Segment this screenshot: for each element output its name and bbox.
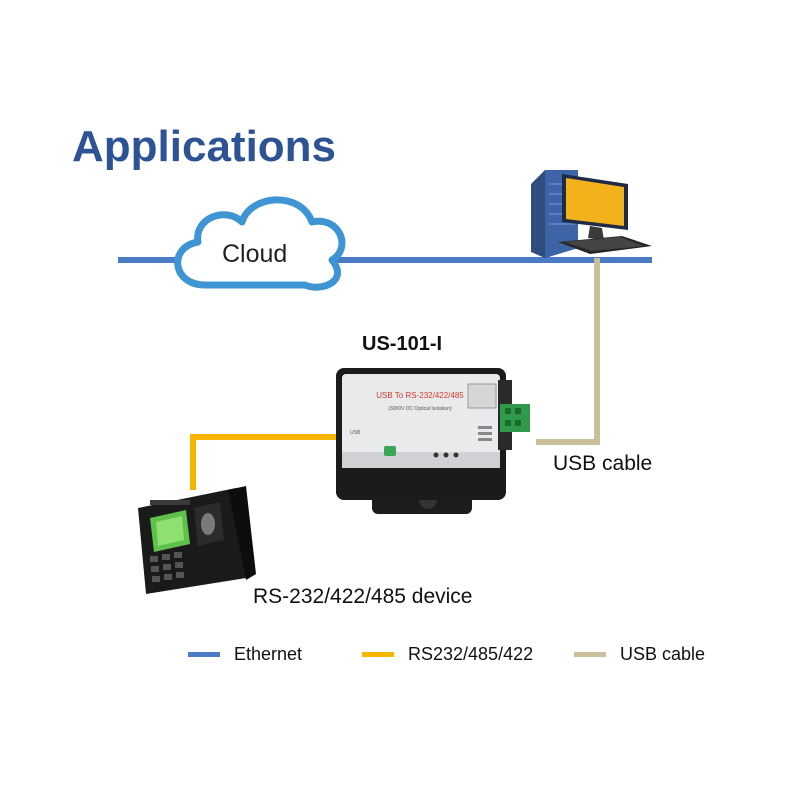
serial-line bbox=[190, 434, 336, 490]
fingerprint-terminal-icon bbox=[138, 486, 256, 594]
cloud-label: Cloud bbox=[222, 240, 288, 268]
converter-device-icon bbox=[336, 368, 530, 514]
serial-device-label: RS-232/422/485 device bbox=[253, 585, 473, 608]
device-panel-line2: (3000V DC Optical Isolation) bbox=[388, 406, 452, 412]
page-title: Applications bbox=[72, 122, 337, 171]
legend-label-usb: USB cable bbox=[620, 643, 706, 664]
legend-label-serial: RS232/485/422 bbox=[408, 643, 534, 664]
usb-cable-line bbox=[536, 258, 600, 445]
cloud-icon bbox=[174, 196, 346, 291]
legend-swatch-serial bbox=[362, 651, 394, 657]
legend-swatch-usb bbox=[574, 651, 606, 657]
device-panel-line1: USB To RS-232/422/485 bbox=[376, 391, 464, 400]
device-name-label: US-101-I bbox=[362, 333, 443, 355]
usb-cable-label: USB cable bbox=[553, 452, 653, 475]
legend-swatch-ethernet bbox=[188, 651, 220, 657]
device-panel-port-label: USB bbox=[350, 430, 361, 436]
legend-item-ethernet: Ethernet bbox=[188, 641, 302, 667]
legend-item-usb: USB cable bbox=[574, 641, 705, 667]
legend-label-ethernet: Ethernet bbox=[234, 643, 303, 664]
computer-icon bbox=[531, 170, 652, 258]
legend-item-serial: RS232/485/422 bbox=[362, 641, 533, 667]
